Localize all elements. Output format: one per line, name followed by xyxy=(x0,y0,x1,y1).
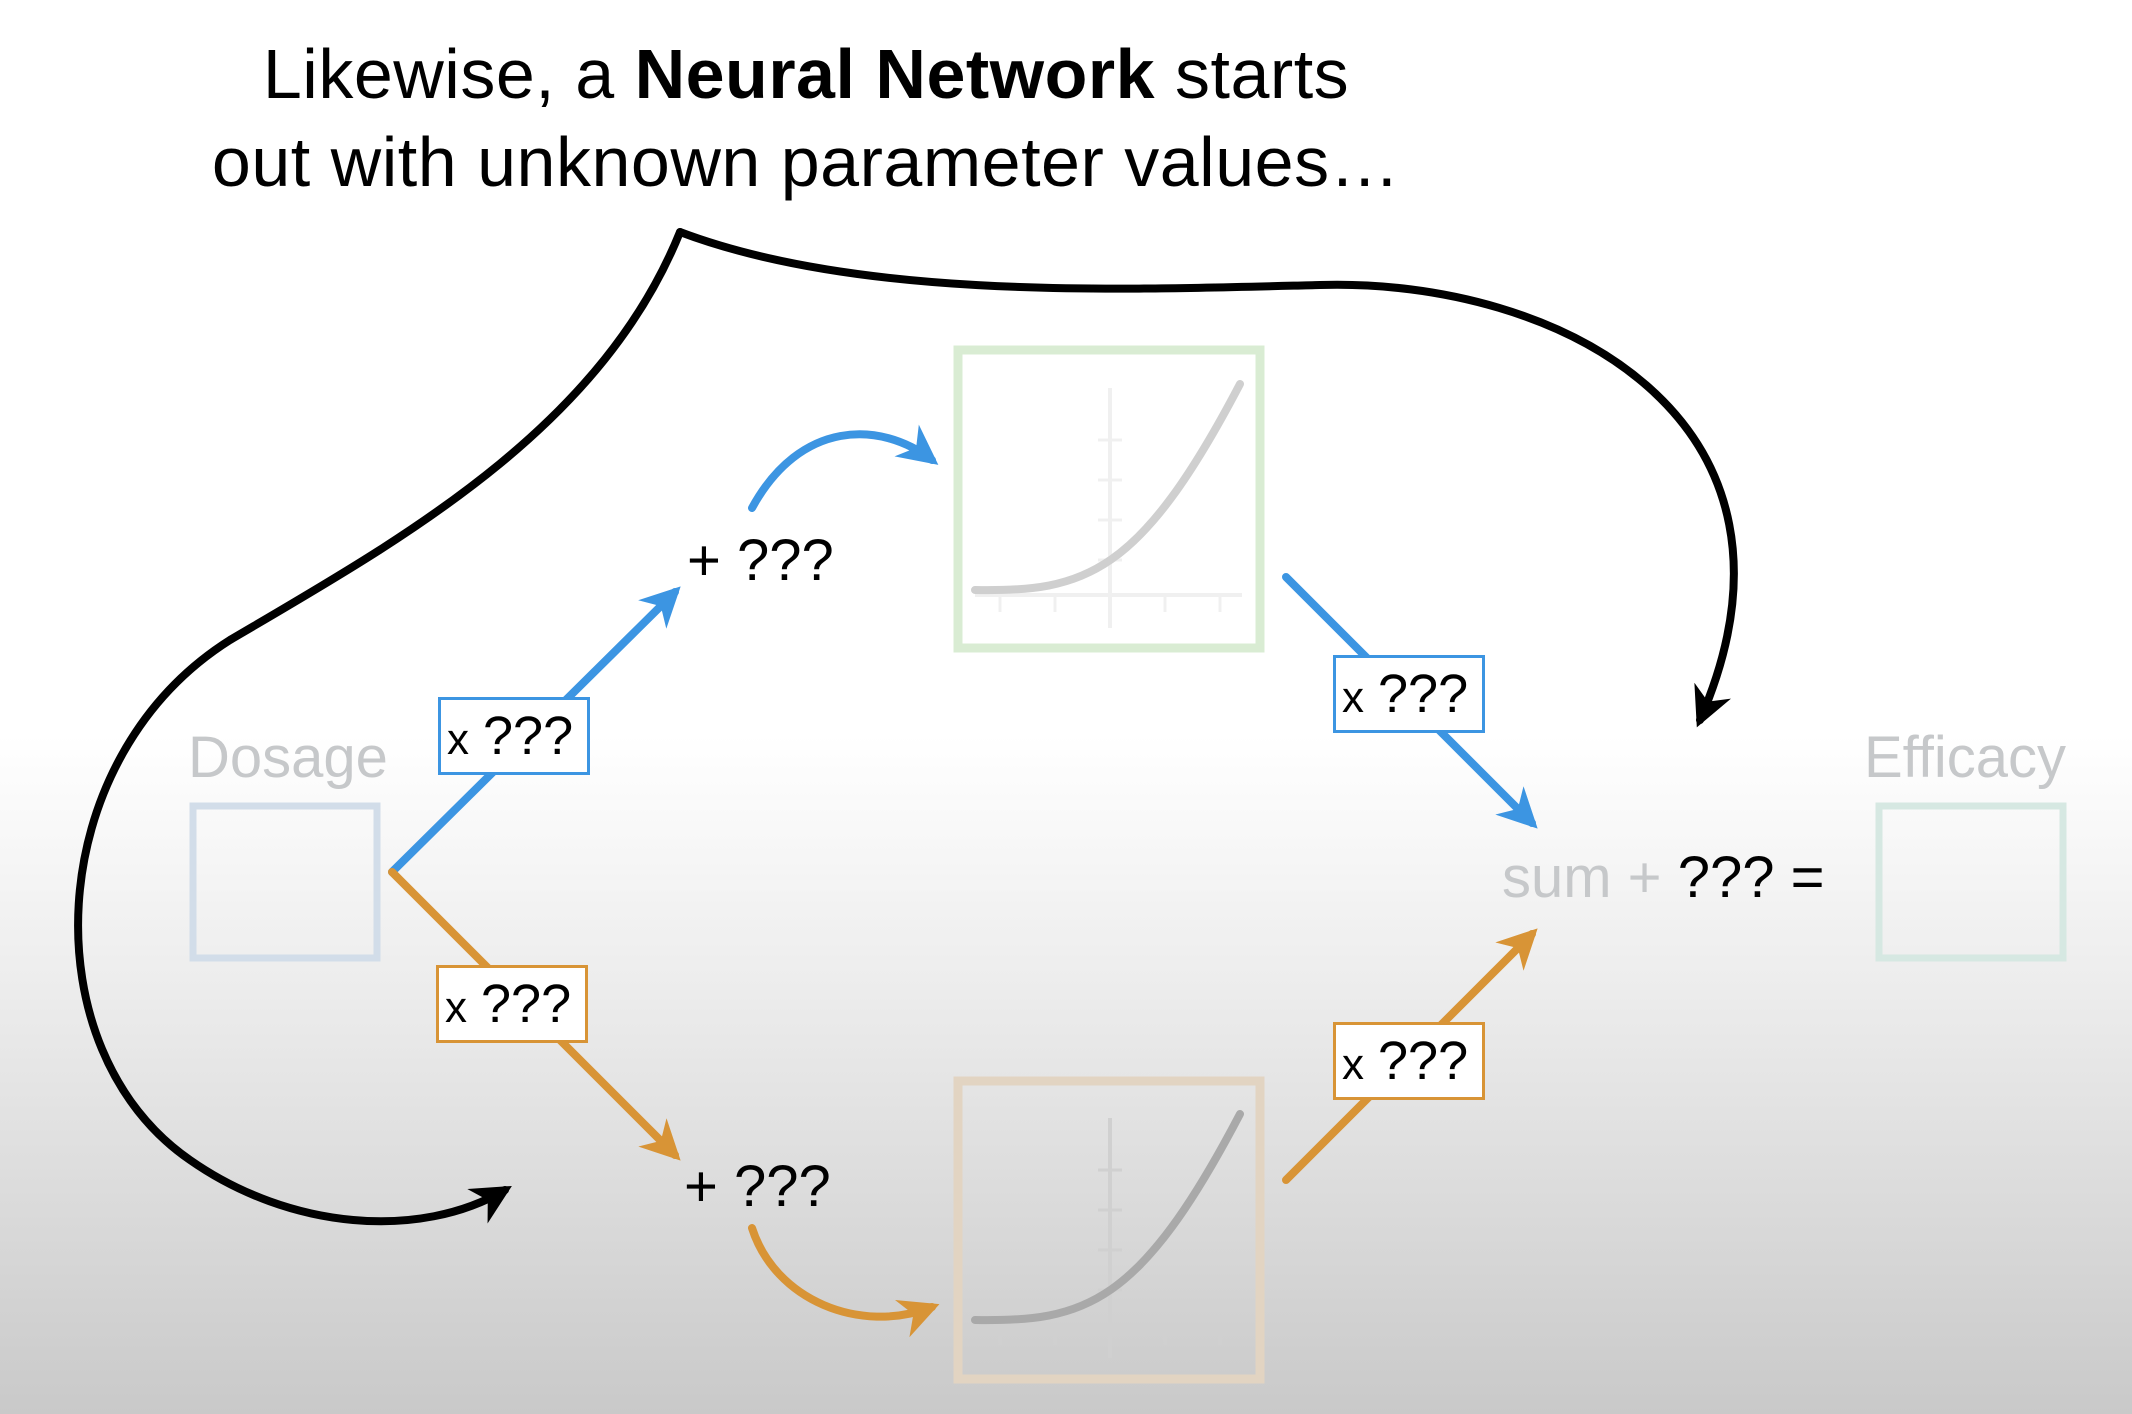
output-box xyxy=(1875,802,2067,962)
top-bias-label: + ??? xyxy=(687,528,834,593)
weight-box-w3: x??? xyxy=(1333,655,1485,733)
softplus-curve-icon xyxy=(971,1110,1244,1325)
softplus-curve-icon xyxy=(971,380,1244,595)
weight-value: ??? xyxy=(481,974,572,1034)
weight-box-w2: x??? xyxy=(436,965,588,1043)
bottom-node-box xyxy=(953,1076,1265,1384)
pointer-arrow-right xyxy=(676,228,1738,728)
weight-value: ??? xyxy=(1378,1031,1469,1091)
bottom-bias-label: + ??? xyxy=(684,1154,831,1219)
input-box xyxy=(189,802,381,962)
weight-value: ??? xyxy=(483,706,574,766)
slide-title: Likewise, a Neural Network starts out wi… xyxy=(0,30,1612,206)
bottom-node-plot xyxy=(971,1110,1244,1358)
weight-box-w4: x??? xyxy=(1333,1022,1485,1100)
sum-expression: sum + ??? = xyxy=(1502,844,1824,911)
sum-bias-value: ??? = xyxy=(1677,845,1825,910)
top-node-plot xyxy=(971,380,1244,628)
weight-box-w1: x??? xyxy=(438,697,590,775)
output-label: Efficacy xyxy=(1864,725,2067,790)
edge-top-bias-to-node xyxy=(748,424,939,512)
title-line-2: out with unknown parameter values… xyxy=(211,123,1401,201)
weight-value: ??? xyxy=(1378,664,1469,724)
pointer-arrow-left xyxy=(74,228,684,1226)
title-line-1: Likewise, a Neural Network starts xyxy=(262,35,1350,113)
title-emphasis: Neural Network xyxy=(634,35,1156,113)
input-label: Dosage xyxy=(188,725,388,790)
sum-word: sum + xyxy=(1502,845,1662,910)
edge-bottom-bias-to-node xyxy=(748,1224,940,1338)
